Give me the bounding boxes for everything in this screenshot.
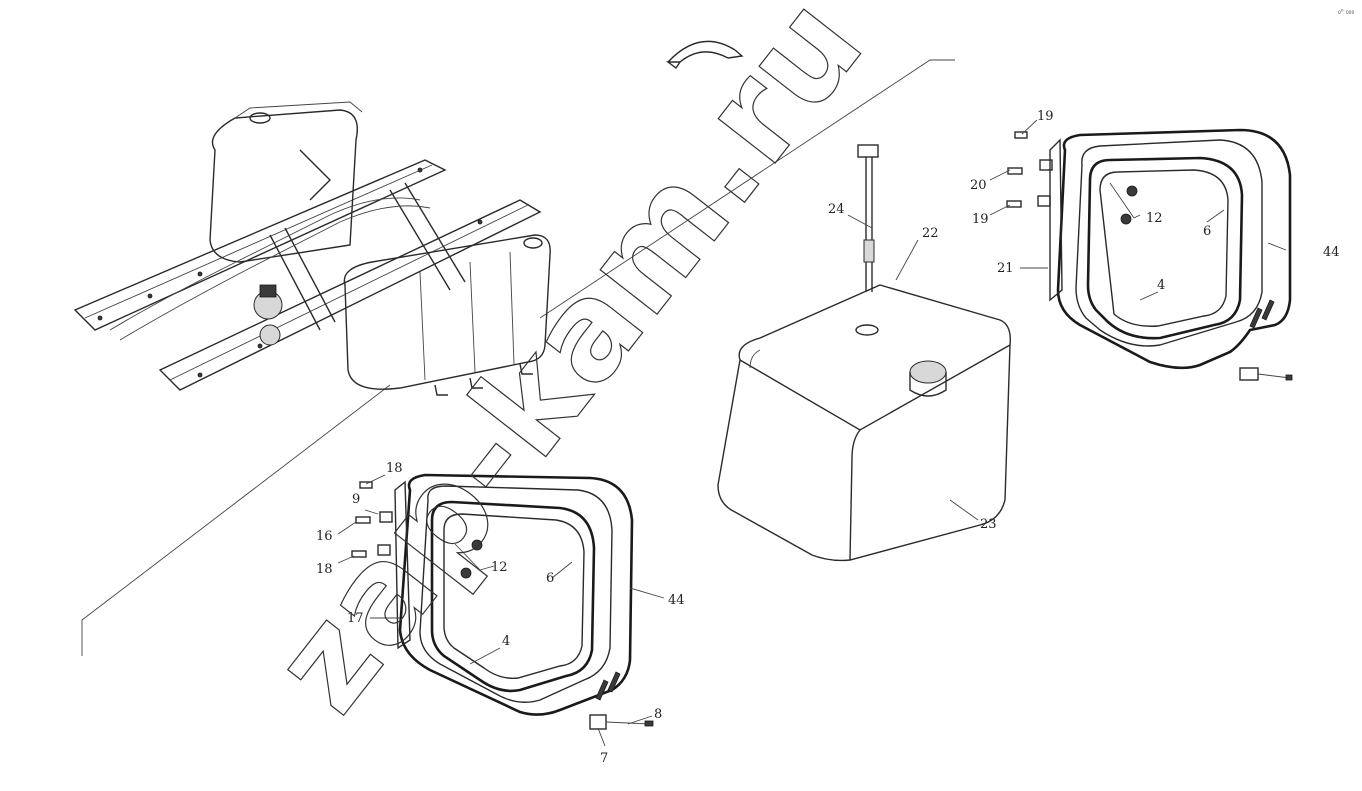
- callout-17: 17: [347, 611, 364, 626]
- callout-7: 7: [600, 751, 608, 766]
- callout-6-right: 6: [1203, 224, 1211, 239]
- corner-mark: ₀⁰ ₀₀₀: [1338, 8, 1354, 16]
- callout-6-left: 6: [546, 571, 554, 586]
- callout-9: 9: [352, 492, 360, 507]
- callout-19-top: 19: [1037, 109, 1054, 124]
- callout-4-right: 4: [1157, 278, 1165, 293]
- callout-44-right: 44: [1323, 245, 1340, 260]
- callout-labels: 19 20 19 12 6 44 21 4 24 22 23 18 9 16 1…: [316, 109, 1340, 766]
- callout-18-top: 18: [386, 461, 403, 476]
- callout-20: 20: [970, 178, 987, 193]
- callout-19-lower: 19: [972, 212, 989, 227]
- callout-16: 16: [316, 529, 333, 544]
- callout-18-lower: 18: [316, 562, 333, 577]
- tank-strap-frame-right: [1006, 128, 1293, 381]
- chassis-assembly: [73, 101, 551, 396]
- callout-leaders: [337, 119, 1287, 747]
- callout-8: 8: [654, 707, 662, 722]
- watermark-text: zap-kam.ru: [244, 0, 894, 740]
- fuel-level-sensor: [857, 144, 879, 292]
- callout-44-left: 44: [668, 593, 685, 608]
- callout-12-left: 12: [491, 560, 508, 575]
- fuel-tank-main: [717, 284, 1011, 562]
- tank-strap-frame-left: [351, 473, 654, 730]
- callout-24: 24: [828, 202, 845, 217]
- callout-23: 23: [980, 517, 997, 532]
- projection-lines: [81, 59, 955, 656]
- callout-4-left: 4: [502, 634, 510, 649]
- callout-21: 21: [997, 261, 1014, 276]
- callout-22: 22: [922, 226, 939, 241]
- rotation-arrow-icon: [665, 40, 744, 70]
- callout-12-right: 12: [1146, 211, 1163, 226]
